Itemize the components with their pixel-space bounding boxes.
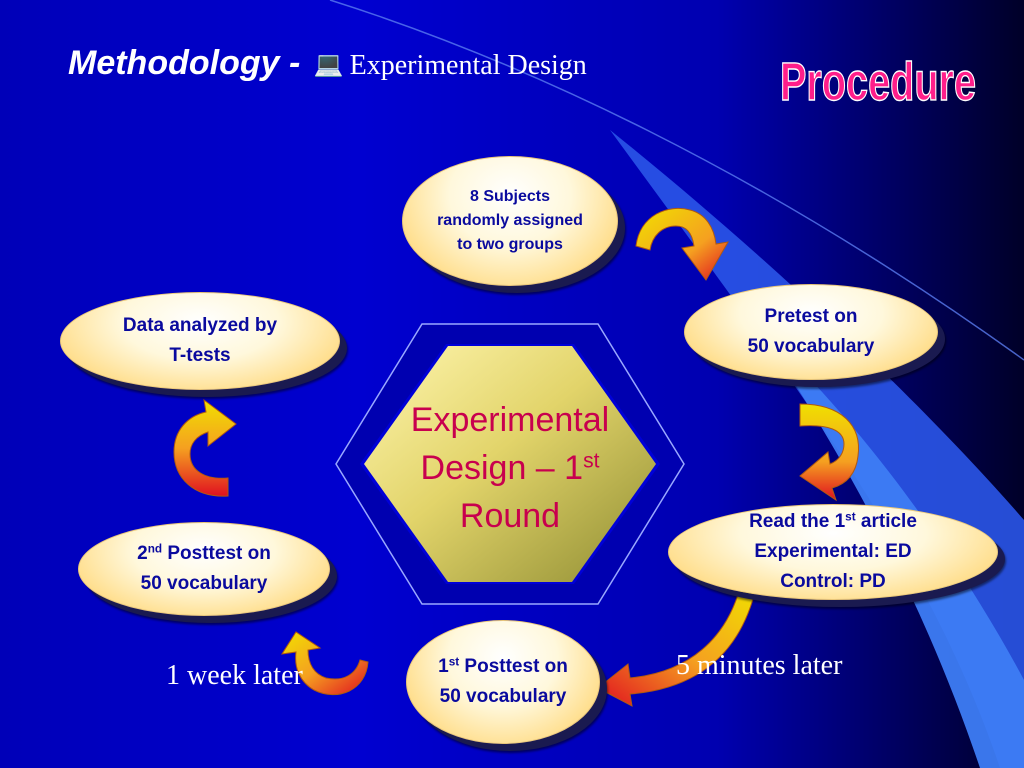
procedure-wordart: Procedure	[779, 51, 976, 112]
title-experimental-design: Experimental Design	[349, 50, 587, 81]
procedure-label: Procedure	[780, 52, 976, 112]
posttest2-line-2: 50 vocabulary	[140, 573, 268, 594]
arrow-posttest1-to-posttest2	[280, 631, 369, 696]
node-read-article: Read the 1st article Experimental: ED Co…	[668, 504, 998, 600]
center-hexagon-text: Experimental Design – 1st Round	[360, 396, 660, 540]
slide-title: Methodology - 💻Experimental Design	[68, 44, 587, 83]
center-line-3: Round	[459, 497, 561, 535]
arrow-subjects-to-pretest	[635, 207, 729, 281]
read-line-3: Control: PD	[780, 571, 886, 592]
subjects-line-1: 8 Subjects	[469, 188, 550, 205]
posttest1-line-1: 1st Posttest on	[438, 655, 568, 677]
subjects-line-3: to two groups	[457, 236, 563, 253]
center-hexagon	[335, 323, 685, 605]
arrow-read-to-posttest1	[597, 587, 757, 707]
posttest2-line-1: 2nd Posttest on	[137, 542, 271, 564]
center-line-1: Experimental	[410, 401, 610, 439]
node-analysis: Data analyzed by T-tests	[60, 292, 340, 390]
read-line-2: Experimental: ED	[754, 541, 912, 562]
node-posttest-1: 1st Posttest on 50 vocabulary	[406, 620, 600, 744]
note-one-week-later: 1 week later	[166, 660, 303, 691]
node-subjects: 8 Subjects randomly assigned to two grou…	[402, 156, 618, 286]
node-pretest: Pretest on 50 vocabulary	[684, 284, 938, 380]
analysis-line-1: Data analyzed by	[122, 315, 278, 336]
arrow-pretest-to-read	[799, 403, 859, 502]
arrow-posttest2-to-analysis	[173, 398, 237, 497]
laptop-icon: 💻	[313, 51, 344, 78]
pretest-line-1: Pretest on	[764, 306, 858, 327]
analysis-line-2: T-tests	[169, 345, 231, 366]
pretest-line-2: 50 vocabulary	[747, 336, 875, 357]
posttest1-line-2: 50 vocabulary	[439, 686, 567, 707]
center-line-2: Design – 1st	[420, 449, 600, 487]
note-five-minutes-later: 5 minutes later	[676, 650, 843, 681]
read-line-1: Read the 1st article	[749, 510, 917, 532]
subjects-line-2: randomly assigned	[437, 212, 583, 229]
node-posttest-2: 2nd Posttest on 50 vocabulary	[78, 522, 330, 616]
title-methodology: Methodology -	[68, 44, 310, 82]
